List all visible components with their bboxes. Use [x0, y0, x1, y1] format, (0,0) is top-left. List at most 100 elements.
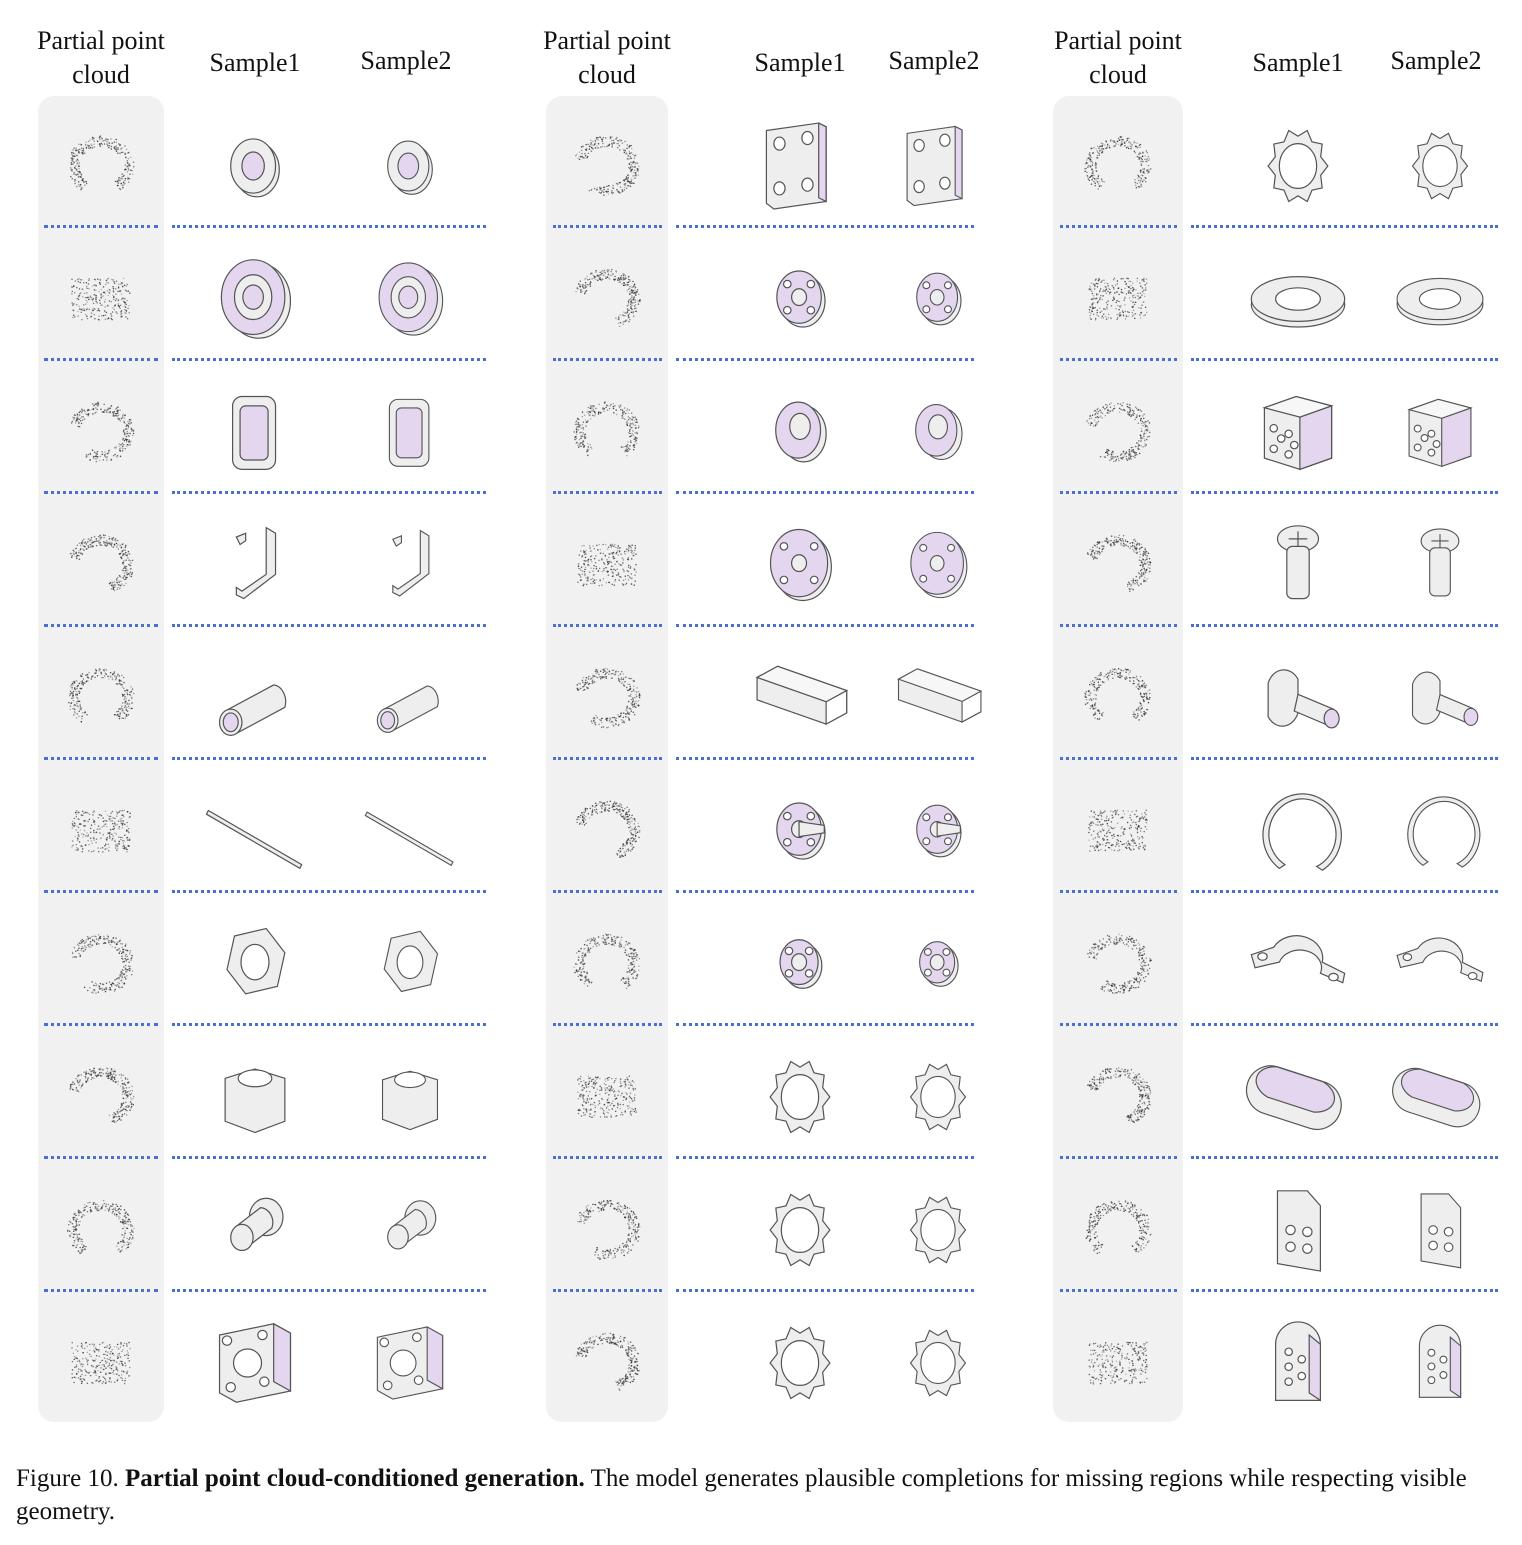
row-separator	[1191, 1156, 1498, 1159]
disc-flange-render	[769, 528, 832, 602]
round-flange-render	[776, 270, 826, 328]
point-cloud-render	[69, 534, 134, 592]
sample1-tube	[199, 642, 311, 754]
point-cloud-render	[577, 1075, 637, 1118]
point-cloud-render	[71, 934, 134, 994]
partial-point-cloud	[1068, 116, 1168, 216]
row-separator	[44, 1289, 158, 1292]
header-partial-point-cloud: Partial point cloud	[543, 26, 671, 89]
row-separator	[676, 491, 974, 494]
row-separator	[553, 624, 662, 627]
row-separator	[553, 225, 662, 228]
point-cloud-render	[1085, 1200, 1152, 1255]
header-sample1: Sample1	[754, 48, 846, 77]
sample1-cone-flange	[744, 775, 856, 887]
sample2-tube	[354, 642, 466, 754]
sample2-thick-washer	[882, 376, 994, 488]
row-separator	[172, 757, 486, 760]
partial-point-cloud	[557, 116, 657, 216]
tall-hex-nut-render	[381, 1070, 439, 1131]
sample1-screw	[1242, 509, 1354, 621]
sample2-washer	[354, 110, 466, 222]
partial-point-cloud	[51, 1047, 151, 1147]
row-separator	[1060, 491, 1177, 494]
sample2-oval-pad	[1384, 1041, 1496, 1153]
point-cloud-render	[1088, 1341, 1148, 1385]
sample2-shoulder-bolt	[1384, 642, 1496, 754]
row-separator	[1060, 624, 1177, 627]
row-separator	[172, 225, 486, 228]
point-cloud-render	[575, 1332, 640, 1391]
row-separator	[1191, 890, 1498, 893]
block-6-holes-render	[1407, 398, 1473, 468]
row-separator	[1060, 890, 1177, 893]
sample1-snap-ring	[1242, 775, 1354, 887]
sample1-shoulder-bolt	[1242, 642, 1354, 754]
point-cloud-render	[576, 667, 641, 729]
washer-render	[230, 138, 280, 198]
rounded-tab-render	[1418, 1324, 1462, 1399]
sample1-small-flange	[744, 908, 856, 1020]
point-cloud-render	[1086, 534, 1152, 593]
point-cloud-render	[1087, 933, 1152, 994]
row-separator	[1191, 624, 1498, 627]
row-separator	[1191, 757, 1498, 760]
partial-point-cloud	[1068, 249, 1168, 349]
row-separator	[553, 1023, 662, 1026]
tall-hex-nut-render	[224, 1068, 286, 1134]
partial-point-cloud	[557, 249, 657, 349]
row-separator	[676, 1289, 974, 1292]
sample2-small-flange	[882, 908, 994, 1020]
lock-washer-render	[909, 1063, 967, 1131]
row-separator	[172, 1156, 486, 1159]
row-separator	[553, 890, 662, 893]
sample2-rod	[354, 775, 466, 887]
partial-point-cloud	[51, 116, 151, 216]
row-separator	[172, 1289, 486, 1292]
sample1-square-flange	[199, 1307, 311, 1419]
pipe-clamp-render	[1250, 935, 1346, 984]
shoulder-bolt-render	[1267, 669, 1340, 729]
row-separator	[1191, 491, 1498, 494]
row-separator	[676, 358, 974, 361]
partial-point-cloud	[557, 914, 657, 1014]
point-cloud-render	[576, 800, 641, 858]
sample2-square-flange	[354, 1307, 466, 1419]
plate-4-holes-render	[906, 125, 963, 207]
row-separator	[676, 225, 974, 228]
row-separator	[44, 491, 158, 494]
partial-point-cloud	[1068, 382, 1168, 482]
partial-point-cloud	[1068, 1047, 1168, 1147]
point-cloud-render	[575, 136, 640, 196]
lock-washer-render	[1411, 132, 1469, 200]
sample1-square-bar	[744, 642, 856, 754]
hex-nut-render	[383, 930, 439, 993]
screw-render	[1420, 528, 1460, 597]
partial-point-cloud	[557, 1180, 657, 1280]
row-separator	[44, 1156, 158, 1159]
header-partial-point-cloud: Partial point cloud	[37, 26, 165, 89]
sample2-rect-frame	[354, 376, 466, 488]
serrated-washer-render	[909, 1329, 967, 1397]
rod-render	[364, 811, 454, 867]
partial-point-cloud	[51, 781, 151, 881]
row-separator	[676, 890, 974, 893]
caption-prefix: Figure 10.	[16, 1465, 126, 1492]
sample2-lock-washer	[1384, 110, 1496, 222]
header-sample1: Sample1	[209, 48, 301, 77]
point-cloud-render	[71, 809, 131, 853]
sample2-tab-plate	[1384, 1174, 1496, 1286]
row-separator	[553, 1156, 662, 1159]
partial-point-cloud	[51, 1313, 151, 1413]
sample1-plate-4-holes	[744, 110, 856, 222]
lock-washer-render	[1267, 129, 1329, 203]
sample1-oval-pad	[1242, 1041, 1354, 1153]
screw-render	[1276, 525, 1320, 600]
point-cloud-render	[577, 1199, 641, 1260]
sample1-bearing	[199, 243, 311, 355]
row-separator	[172, 1023, 486, 1026]
row-separator	[676, 1023, 974, 1026]
flat-washer-render	[1250, 275, 1346, 328]
bearing-render	[220, 259, 292, 339]
row-separator	[553, 491, 662, 494]
